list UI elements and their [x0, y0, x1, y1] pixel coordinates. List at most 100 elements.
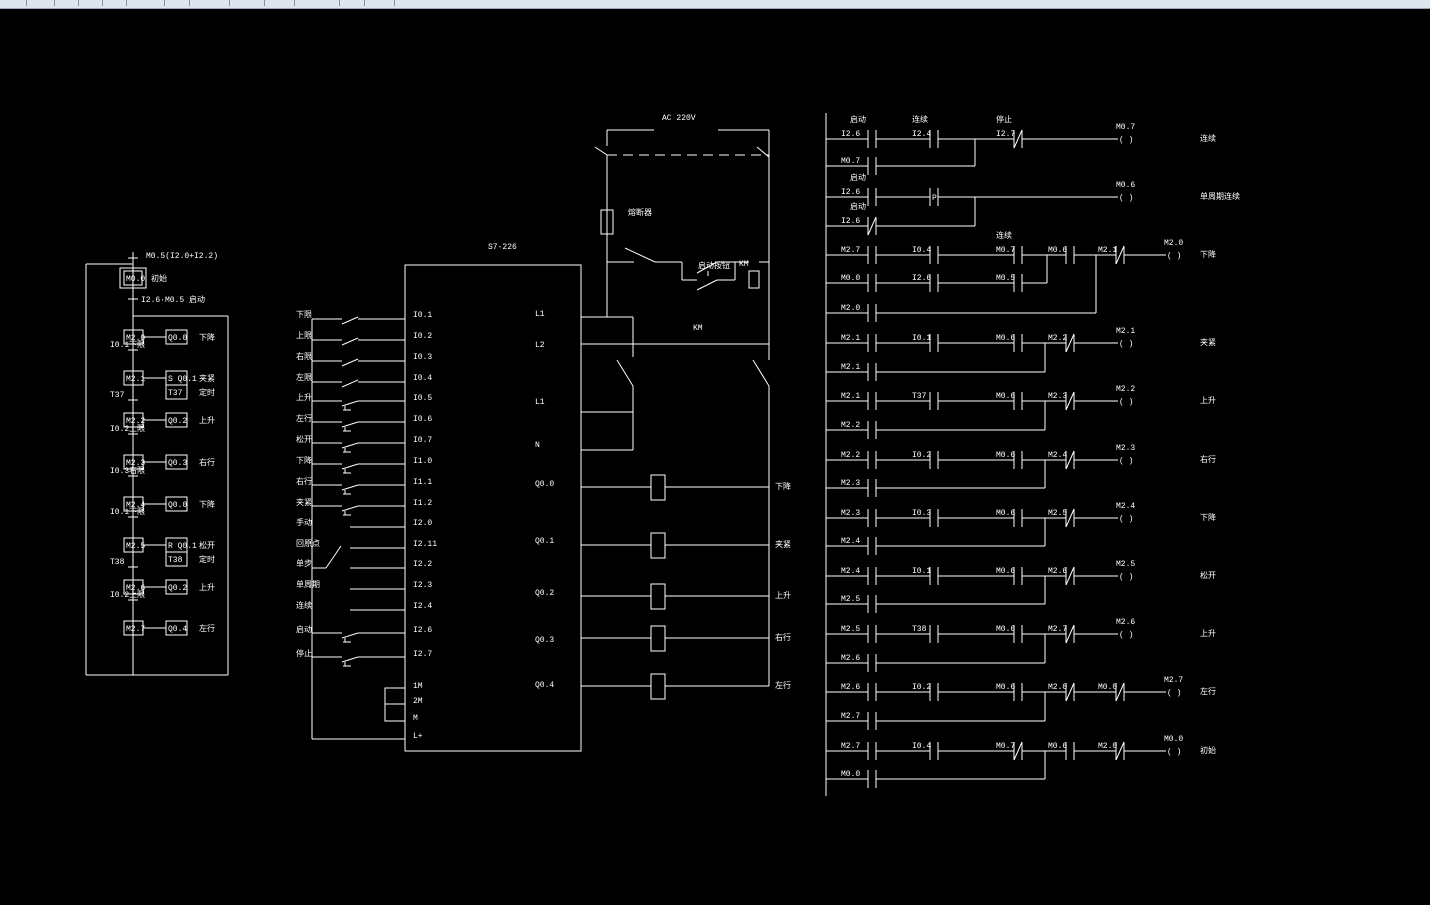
- toolbar-button-new[interactable]: [280, 0, 295, 6]
- switch-icon: [752, 359, 770, 387]
- input-terminal: I2.2: [413, 560, 432, 569]
- contact-address: I2.4: [912, 130, 931, 139]
- toolbar-button-help[interactable]: [250, 0, 265, 6]
- contact-nc-slash: [867, 216, 877, 236]
- input-label: 单周期: [296, 579, 320, 590]
- input-label: 下限: [296, 310, 312, 320]
- toolbar-button-zoom-previous[interactable]: [88, 0, 103, 6]
- contact-comment: 连续: [996, 230, 1012, 241]
- contact-address: M0.7: [996, 246, 1015, 255]
- contactor-contact-label: KM: [693, 324, 703, 333]
- input-label: 单步: [296, 558, 312, 569]
- edge-marker: P: [932, 194, 937, 203]
- output-terminal: L1: [535, 310, 545, 319]
- toolbar-button-layer[interactable]: [175, 0, 190, 6]
- toolbar-button-color[interactable]: [215, 0, 230, 6]
- step-label: M2.1: [126, 375, 145, 384]
- coil-icon: ( ): [1119, 194, 1133, 203]
- contact-address: I0.4: [912, 742, 931, 751]
- action-description: 松开: [199, 540, 215, 551]
- contact-comment: 启动: [850, 172, 866, 183]
- contact-address: I0.3: [912, 509, 931, 518]
- input-label: 回原点: [296, 539, 320, 549]
- output-label: 上升: [775, 591, 791, 601]
- input-label: 上升: [296, 393, 312, 403]
- output-label: 右行: [775, 632, 791, 643]
- contact-address: M2.7: [841, 712, 860, 721]
- contact-address: M2.6: [841, 654, 860, 663]
- output-coil-icon: [650, 474, 666, 501]
- coil-icon: ( ): [1119, 340, 1133, 349]
- contact-no: M0.7 连续: [996, 230, 1023, 264]
- action-label: Q0.4: [168, 625, 187, 634]
- step-label: M2.7: [126, 625, 145, 634]
- contact-address: I0.2: [912, 683, 931, 692]
- contact-address: M2.5: [1048, 509, 1067, 518]
- input-label: 左限: [296, 372, 312, 383]
- contact-comment: 启动: [850, 114, 866, 125]
- push-button-icon: [341, 632, 359, 639]
- contact-address: I2.7: [996, 130, 1015, 139]
- contact-address: M2.7: [841, 246, 860, 255]
- contact-no: I2.6启动: [841, 114, 877, 148]
- output-terminal: N: [535, 441, 540, 450]
- contact-address: M0.5: [996, 274, 1015, 283]
- contact-address: M0.6: [1048, 742, 1067, 751]
- coil-address: M2.0: [1164, 239, 1183, 248]
- contact-no: I2.4连续: [912, 114, 939, 148]
- rung-comment: 上升: [1200, 629, 1216, 639]
- action-label: R Q0.1: [168, 542, 197, 551]
- toolbar-button-open[interactable]: [325, 0, 340, 6]
- rung-comment: 松开: [1200, 570, 1216, 581]
- output-terminal: Q0.1: [535, 537, 554, 546]
- contact-address: I0.1: [912, 567, 931, 576]
- transition-description: 上限: [129, 424, 145, 434]
- toolbar-button-properties[interactable]: [150, 0, 165, 6]
- action-description: 右行: [199, 457, 215, 468]
- initial-step-outer: [119, 267, 147, 289]
- contact-address: M2.3: [841, 479, 860, 488]
- coil-address: M2.7: [1164, 676, 1183, 685]
- output-terminal: L1: [535, 398, 545, 407]
- input-terminal: I0.5: [413, 394, 432, 403]
- contact-address: M0.6: [996, 509, 1015, 518]
- toolbar-button-new[interactable]: [12, 0, 27, 6]
- contact-address: M0.6: [996, 567, 1015, 576]
- input-terminal: I0.7: [413, 436, 432, 445]
- push-button-icon: [341, 505, 359, 512]
- common-terminal: 2M: [413, 697, 423, 706]
- action-label: Q0.2: [168, 417, 187, 426]
- toolbar-button-zoom-window[interactable]: [350, 0, 365, 6]
- contact-address: I0.4: [912, 246, 931, 255]
- coil-address: M2.2: [1116, 385, 1135, 394]
- action-box: [165, 551, 188, 567]
- contact-address: M2.2: [841, 451, 860, 460]
- contact-address: M0.6: [996, 451, 1015, 460]
- contact-address: M2.0: [841, 304, 860, 313]
- button-label: 启动按钮: [698, 260, 730, 271]
- input-terminal: I2.6: [413, 626, 432, 635]
- input-terminal: I2.11: [413, 540, 437, 549]
- contact-nc: I2.7停止: [996, 114, 1023, 149]
- contact-address: M2.6: [1048, 567, 1067, 576]
- contact-nc-slash: [1013, 129, 1023, 149]
- limit-switch-icon: [341, 337, 359, 346]
- output-terminal: Q0.4: [535, 681, 554, 690]
- coil-address: M2.3: [1116, 444, 1135, 453]
- action-label: Q0.0: [168, 501, 187, 510]
- action-box: [165, 384, 188, 400]
- toolbar-button-zoom-previous[interactable]: [380, 0, 395, 6]
- input-label: 右限: [296, 351, 312, 362]
- input-label: 下降: [296, 455, 312, 466]
- contact-address: M0.0: [1098, 683, 1117, 692]
- toolbar-button-open[interactable]: [40, 0, 55, 6]
- limit-switch-icon: [341, 358, 359, 367]
- toolbar-button-zoom-window[interactable]: [64, 0, 79, 6]
- toolbar-button-pan[interactable]: [112, 0, 127, 6]
